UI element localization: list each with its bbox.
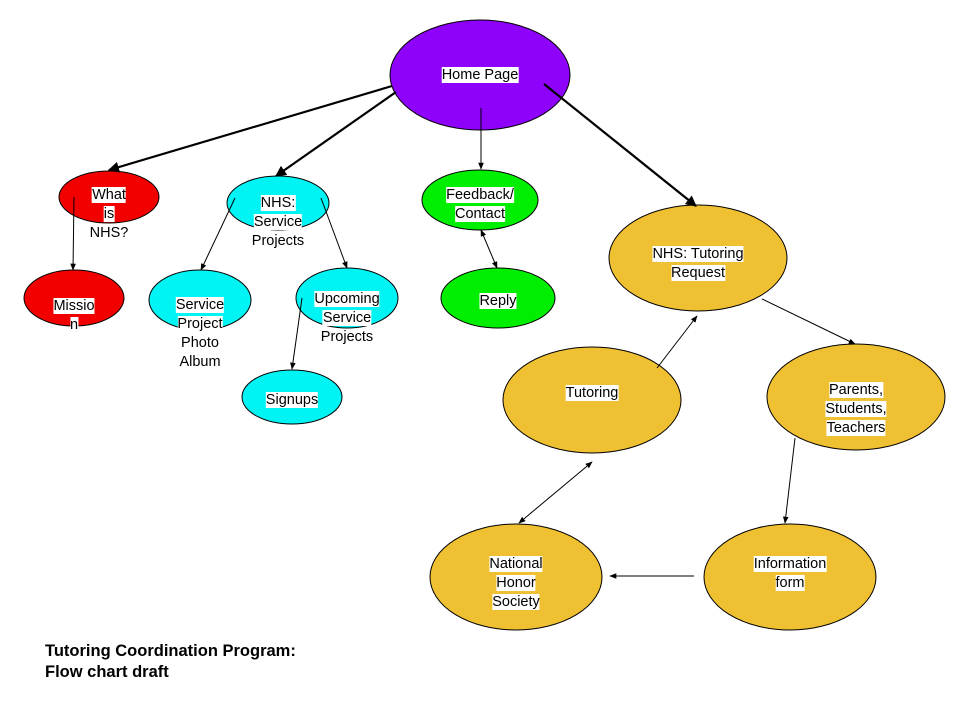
node-label-text: Upcoming Service Projects <box>314 291 380 345</box>
caption-subtitle: Flow chart draft <box>45 663 169 681</box>
node-label-text: Tutoring <box>565 385 619 401</box>
edge-home-to-tutoring-request <box>543 83 697 207</box>
node-label-text: NHS: Tutoring Request <box>652 246 744 281</box>
node-label-text: Missio n <box>53 298 95 333</box>
node-label-text: NHS: Service Projects <box>251 195 305 249</box>
node-label-text: National Honor Society <box>489 556 543 610</box>
node-label-parents-students-teachers: Parents, Students, Teachers <box>825 381 887 438</box>
node-label-information-form: Information form <box>753 555 827 593</box>
node-label-reply: Reply <box>479 292 517 311</box>
node-label-text: What is NHS? <box>89 187 129 241</box>
edge-national-honor-society-to-tutoring <box>518 461 593 524</box>
node-label-photo-album: Service Project Photo Album <box>175 296 225 372</box>
node-label-home: Home Page <box>441 66 519 85</box>
edge-home-to-service-projects <box>275 91 397 177</box>
edge-service-projects-to-upcoming-projects <box>320 197 348 269</box>
caption-title: Tutoring Coordination Program: <box>45 642 296 660</box>
node-label-signups: Signups <box>265 391 319 410</box>
node-label-upcoming-projects: Upcoming Service Projects <box>314 290 380 347</box>
edge-parents-students-teachers-to-information-form <box>782 437 796 524</box>
edge-home-to-what-is-nhs <box>107 84 393 173</box>
node-label-tutoring: Tutoring <box>565 384 619 403</box>
node-label-text: Information form <box>753 556 827 591</box>
node-label-mission: Missio n <box>53 297 95 335</box>
edge-what-is-nhs-to-mission <box>70 196 76 271</box>
node-label-text: Feedback/ Contact <box>446 187 514 222</box>
edge-tutoring-request-to-parents-students-teachers <box>761 298 856 345</box>
diagram-caption: Tutoring Coordination Program: Flow char… <box>45 641 296 683</box>
node-label-text: Signups <box>265 392 319 408</box>
node-label-service-projects: NHS: Service Projects <box>251 194 305 251</box>
node-label-national-honor-society: National Honor Society <box>489 555 543 612</box>
edge-feedback-contact-to-reply <box>480 229 498 269</box>
node-label-text: Home Page <box>441 67 519 83</box>
node-label-what-is-nhs: What is NHS? <box>89 186 129 243</box>
edge-service-projects-to-photo-album <box>200 197 236 271</box>
node-label-feedback-contact: Feedback/ Contact <box>446 186 514 224</box>
node-label-tutoring-request: NHS: Tutoring Request <box>652 245 744 283</box>
node-label-text: Service Project Photo Album <box>175 297 225 370</box>
edge-upcoming-projects-to-signups <box>290 297 303 370</box>
node-label-text: Reply <box>479 293 517 309</box>
node-label-text: Parents, Students, Teachers <box>825 382 887 436</box>
edge-tutoring-to-tutoring-request <box>656 315 698 369</box>
